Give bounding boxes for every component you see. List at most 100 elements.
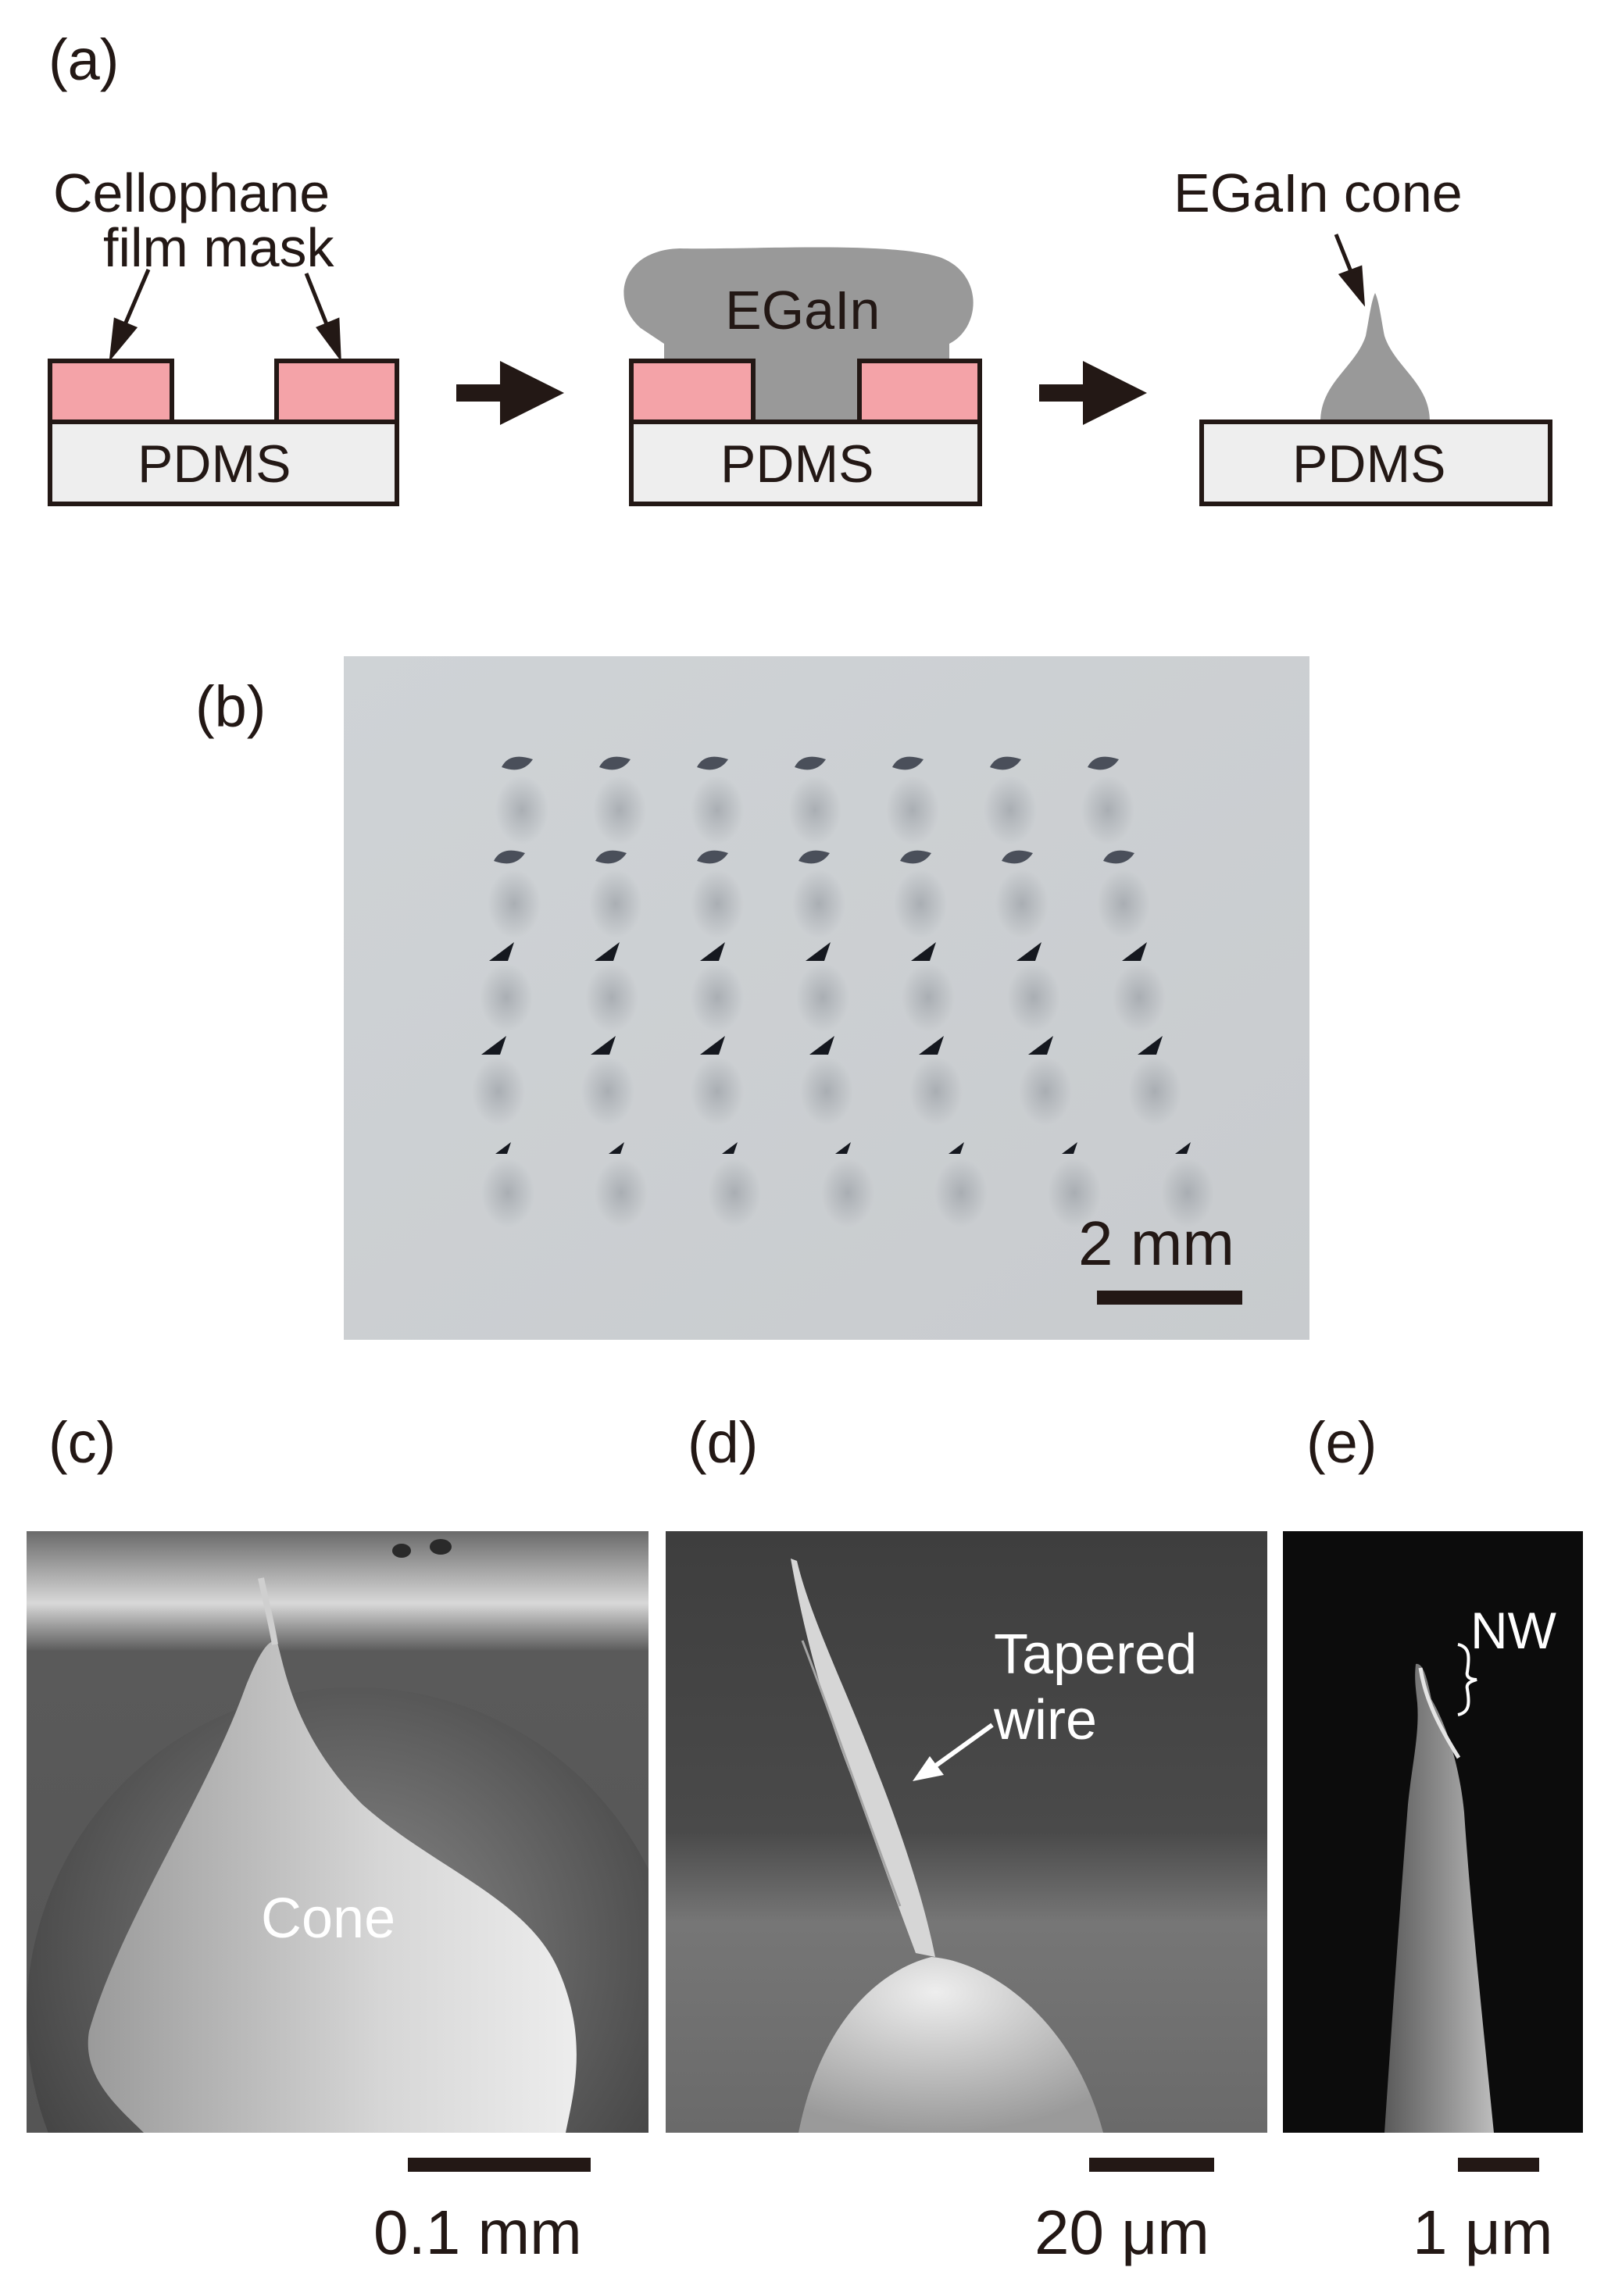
egain-cone-dot: [595, 850, 627, 864]
cone-shadow: [909, 1057, 963, 1126]
sem-image-cone: [27, 1531, 648, 2133]
step3-egain-cone: [1199, 293, 1552, 506]
mask-arrow-left-icon: [109, 269, 151, 362]
panel-c-label: (c): [48, 1410, 116, 1475]
cone-shadow: [708, 1159, 761, 1227]
mask-arrow-right-icon: [304, 273, 341, 362]
egain-cone-dot: [494, 850, 525, 864]
scale-label-b: 2 mm: [1078, 1209, 1234, 1278]
sem-image-nanowire: [1283, 1531, 1583, 2133]
cone-shadow: [984, 776, 1037, 844]
cone-label: EGaIn cone: [1174, 162, 1463, 223]
step1-masked-substrate: [48, 359, 399, 506]
pdms-label-2: PDMS: [720, 434, 874, 494]
egain-cone-dot: [1062, 1142, 1077, 1154]
nanowire-brace-icon: [1457, 1643, 1477, 1716]
scale-bar-b: [1097, 1291, 1242, 1305]
egain-cone-dot: [1175, 1142, 1191, 1154]
cone-shadow: [1007, 963, 1060, 1032]
mask-left-1: [48, 359, 174, 424]
mask-left-2: [629, 359, 756, 424]
cone-shadow: [894, 869, 947, 938]
mask-label-line2: film mask: [103, 217, 334, 278]
cone-shadow: [472, 1057, 525, 1126]
process-arrow-icon-1: [456, 361, 564, 425]
pdms-substrate-1: [48, 420, 399, 506]
cone-shadow: [886, 776, 939, 844]
egain-cone-dot: [892, 756, 924, 770]
cone-shadow: [593, 776, 646, 844]
egain-cone-dot: [591, 1036, 616, 1055]
scale-label-d: 20 μm: [1034, 2198, 1209, 2267]
panel-a-label: (a): [48, 27, 120, 92]
egain-cone-dot: [919, 1036, 944, 1055]
egain-cone-dot: [1016, 942, 1041, 961]
cone-shadow: [1113, 963, 1166, 1032]
fabrication-schematic: [48, 234, 1552, 506]
cone-shadow: [902, 963, 955, 1032]
pdms-label-1: PDMS: [138, 434, 291, 494]
scale-label-e: 1 μm: [1413, 2198, 1553, 2267]
cone-shadow: [796, 963, 849, 1032]
egain-cone-dot: [481, 1036, 506, 1055]
cone-shadow: [788, 776, 841, 844]
egain-cone-dot: [722, 1142, 738, 1154]
nanowire-annotation: NW: [1470, 1601, 1556, 1659]
egain-cone-dot: [835, 1142, 851, 1154]
egain-cone-dot: [1028, 1036, 1053, 1055]
cone-shadow: [995, 869, 1049, 938]
cone-shadow: [488, 869, 541, 938]
cone-grid: [472, 756, 1214, 1227]
egain-cone-dot: [1122, 942, 1147, 961]
scale-bar-c: [408, 2158, 591, 2172]
egain-cone-dot: [795, 756, 826, 770]
egain-cone-shape: [1320, 293, 1430, 422]
egain-cone-dot: [798, 850, 830, 864]
egain-label: EGaIn: [725, 280, 881, 341]
cone-shadow: [1019, 1057, 1072, 1126]
egain-cone-dot: [599, 756, 631, 770]
cone-shadow: [1048, 1159, 1101, 1227]
cone-shadow: [1161, 1159, 1214, 1227]
pdms-substrate-3: [1199, 420, 1552, 506]
sem-image-tapered-wire: [666, 1531, 1267, 2133]
egain-cone-dot: [949, 1142, 964, 1154]
mask-label-line1: Cellophane: [53, 162, 330, 223]
pdms-substrate-2: [629, 420, 982, 506]
cone-shadow: [589, 869, 642, 938]
scale-bar-e: [1458, 2158, 1539, 2172]
cone-shadow: [792, 869, 845, 938]
cone-shadow: [691, 776, 744, 844]
egain-cone-dot: [495, 1142, 511, 1154]
process-arrow-icon-2: [1039, 361, 1147, 425]
pdms-label-3: PDMS: [1292, 434, 1446, 494]
scale-bar-d: [1089, 2158, 1214, 2172]
egain-cone-dot: [489, 942, 514, 961]
egain-cone-dot: [700, 1036, 725, 1055]
cone-shadow: [800, 1057, 853, 1126]
egain-cone-dot: [806, 942, 831, 961]
mask-right-1: [274, 359, 399, 424]
egain-cone-dot: [697, 756, 728, 770]
panel-d-label: (d): [688, 1410, 759, 1475]
egain-cone-dot: [1002, 850, 1033, 864]
cone-shadow: [1128, 1057, 1181, 1126]
cone-shadow: [595, 1159, 648, 1227]
tapered-wire-annotation-line1: Tapered: [994, 1623, 1198, 1686]
egain-cone-dot: [1138, 1036, 1163, 1055]
cone-shadow: [691, 869, 744, 938]
cone-shadow: [691, 1057, 744, 1126]
egain-cone-dot: [911, 942, 936, 961]
cone-shadow: [581, 1057, 634, 1126]
cone-array-photo: [344, 656, 1309, 1340]
step2-egain-deposited: [623, 247, 982, 506]
cone-shadow: [691, 963, 744, 1032]
wire-arrow-icon: [913, 1723, 994, 1781]
cone-shadow: [481, 1159, 534, 1227]
egain-cone-dot: [502, 756, 533, 770]
egain-blob: [623, 247, 974, 422]
egain-cone-dot: [700, 942, 725, 961]
mask-right-2: [857, 359, 982, 424]
cone-shadow: [821, 1159, 874, 1227]
cone-arrow-icon: [1334, 234, 1366, 307]
